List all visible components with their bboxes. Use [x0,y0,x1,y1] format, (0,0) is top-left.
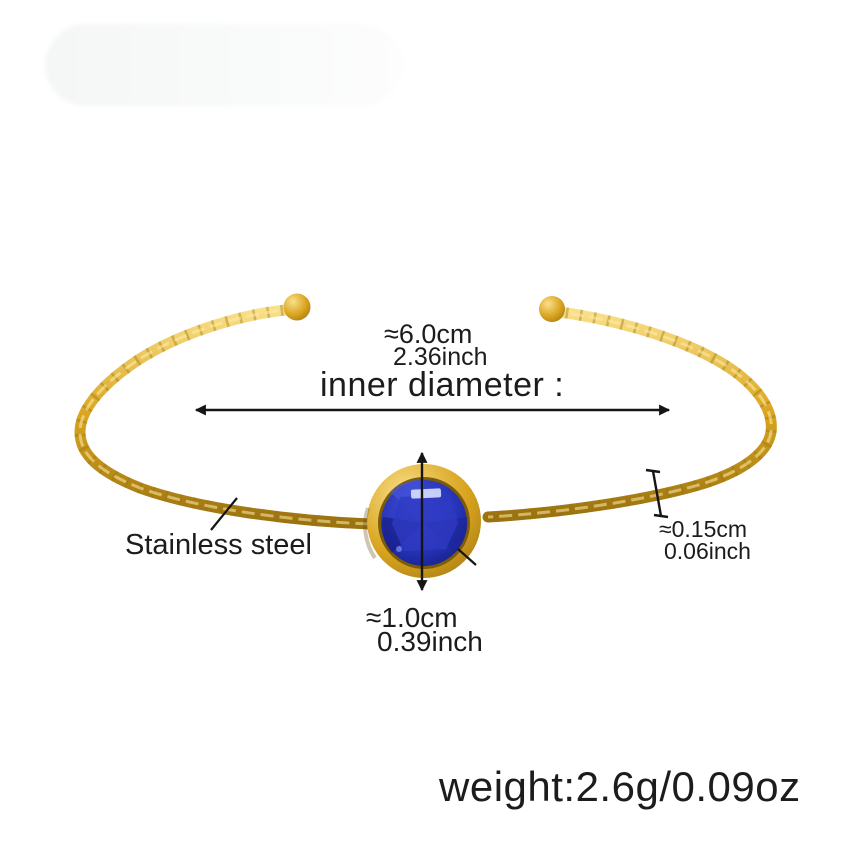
thickness-indicator [645,468,669,519]
bezel-tick-line [457,548,477,566]
gem-diameter-inch-value: 0.39inch [377,626,483,657]
bangle-wire-right [482,305,777,523]
gem-diameter-cm-value: ≈1.0cm [366,602,458,633]
material-leader-line [210,497,238,531]
inner-diameter-cm-value: ≈6.0cm [384,319,473,349]
thickness-cm-value: ≈0.15cm [659,516,748,542]
watermark-blob [45,24,403,106]
ball-end-left [283,293,311,321]
weight-label: weight:2.6g/0.09oz [439,763,801,810]
thickness-inch-value: 0.06inch [664,538,751,564]
ball-end-right [539,296,565,322]
bangle-wire-left [74,303,376,530]
gem-highlight [410,488,442,499]
material-label: Stainless steel [125,529,312,561]
inner-diameter-inch-value: 2.36inch [393,343,488,371]
inner-diameter-label: inner diameter : [320,366,565,404]
